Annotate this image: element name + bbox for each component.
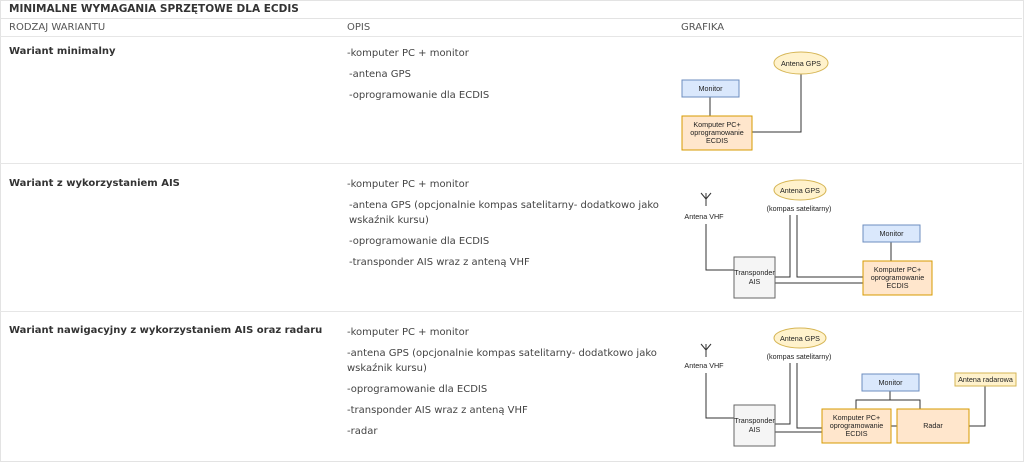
radar-antenna-label: Antena radarowa bbox=[958, 375, 1013, 384]
transponder-box bbox=[733, 256, 776, 299]
computer-label-line: oprogramowanie bbox=[871, 273, 925, 282]
variant-description: -komputer PC + monitor -antena GPS (opcj… bbox=[347, 325, 665, 439]
desc-item: -oprogramowanie dla ECDIS bbox=[349, 90, 490, 101]
radar-label: Radar bbox=[923, 421, 943, 430]
variant-description: -komputer PC + monitor -antena GPS (opcj… bbox=[347, 177, 665, 270]
connector bbox=[775, 363, 791, 425]
desc-item: -komputer PC + monitor bbox=[347, 327, 469, 338]
diagram-minimal: Monitor Antena GPS Komputer PC+ oprogram… bbox=[681, 51, 829, 151]
desc-item: -radar bbox=[347, 426, 378, 437]
desc-item: -transponder AIS wraz z anteną VHF bbox=[347, 405, 528, 416]
computer-label-line: ECDIS bbox=[706, 136, 728, 145]
desc-item: -komputer PC + monitor bbox=[347, 48, 469, 59]
computer-label-line: oprogramowanie bbox=[830, 421, 884, 430]
connector bbox=[775, 215, 791, 278]
desc-item: -oprogramowanie dla ECDIS bbox=[349, 236, 490, 247]
computer-label-line: ECDIS bbox=[846, 429, 868, 438]
transponder-label-line: Transponder bbox=[734, 416, 775, 425]
connector bbox=[855, 399, 921, 409]
gps-antenna-label: Antena GPS bbox=[780, 334, 820, 343]
transponder-label-line: AIS bbox=[749, 277, 761, 286]
desc-item: -oprogramowanie dla ECDIS bbox=[347, 384, 488, 395]
desc-item: -antena GPS bbox=[349, 69, 411, 80]
diagram-radar: Antena VHF Antena GPS (kompas satelitarn… bbox=[684, 327, 1017, 447]
transponder-box bbox=[733, 404, 776, 447]
vhf-antenna-icon bbox=[700, 192, 712, 206]
divider bbox=[0, 36, 1022, 37]
header-graphic: GRAFIKA bbox=[681, 22, 725, 33]
computer-label-line: Komputer PC+ bbox=[874, 265, 921, 274]
header-description: OPIS bbox=[347, 22, 371, 33]
gps-antenna-label: Antena GPS bbox=[781, 59, 821, 68]
diagram-ais: Antena VHF Antena GPS (kompas satelitarn… bbox=[684, 179, 933, 299]
connector bbox=[796, 215, 863, 278]
computer-label-line: ECDIS bbox=[887, 281, 909, 290]
variant-name: Wariant z wykorzystaniem AIS bbox=[9, 178, 180, 189]
gps-antenna-ellipse bbox=[773, 327, 827, 349]
header-variant: RODZAJ WARIANTU bbox=[9, 22, 106, 33]
vhf-antenna-label: Antena VHF bbox=[684, 361, 724, 370]
connector bbox=[705, 224, 734, 271]
variant-description: -komputer PC + monitor -antena GPS -opro… bbox=[347, 46, 665, 103]
monitor-box bbox=[861, 373, 920, 392]
radar-box bbox=[896, 408, 970, 444]
table-title: MINIMALNE WYMAGANIA SPRZĘTOWE DLA ECDIS bbox=[0, 0, 1022, 19]
desc-item: -antena GPS (opcjonalnie kompas satelita… bbox=[349, 200, 659, 226]
monitor-box bbox=[862, 224, 921, 243]
divider bbox=[0, 163, 1022, 164]
computer-label-line: oprogramowanie bbox=[690, 128, 744, 137]
gps-antenna-label: Antena GPS bbox=[780, 186, 820, 195]
compass-label: (kompas satelitarny) bbox=[767, 352, 832, 361]
divider bbox=[0, 311, 1022, 312]
gps-antenna-ellipse bbox=[773, 51, 829, 75]
gps-antenna-ellipse bbox=[773, 179, 827, 201]
computer-label-line: Komputer PC+ bbox=[693, 120, 740, 129]
monitor-label: Monitor bbox=[879, 378, 904, 387]
computer-box bbox=[821, 408, 892, 444]
connector bbox=[705, 373, 734, 419]
computer-box bbox=[862, 260, 933, 296]
transponder-label-line: Transponder bbox=[734, 268, 775, 277]
vhf-antenna-icon bbox=[700, 343, 712, 357]
transponder-label-line: AIS bbox=[749, 425, 761, 434]
compass-label: (kompas satelitarny) bbox=[767, 204, 832, 213]
desc-item: -antena GPS (opcjonalnie kompas satelita… bbox=[347, 348, 657, 374]
computer-label-line: Komputer PC+ bbox=[833, 413, 880, 422]
desc-item: -transponder AIS wraz z anteną VHF bbox=[349, 257, 530, 268]
desc-item: -komputer PC + monitor bbox=[347, 179, 469, 190]
computer-box bbox=[681, 115, 753, 151]
variant-name: Wariant nawigacyjny z wykorzystaniem AIS… bbox=[9, 325, 323, 336]
variant-name: Wariant minimalny bbox=[9, 46, 116, 57]
monitor-box bbox=[681, 79, 740, 98]
connector bbox=[752, 74, 802, 133]
connector bbox=[796, 363, 822, 429]
monitor-label: Monitor bbox=[880, 229, 905, 238]
connector bbox=[969, 386, 986, 427]
monitor-label: Monitor bbox=[699, 84, 724, 93]
vhf-antenna-label: Antena VHF bbox=[684, 212, 724, 221]
radar-antenna-box bbox=[954, 372, 1017, 387]
